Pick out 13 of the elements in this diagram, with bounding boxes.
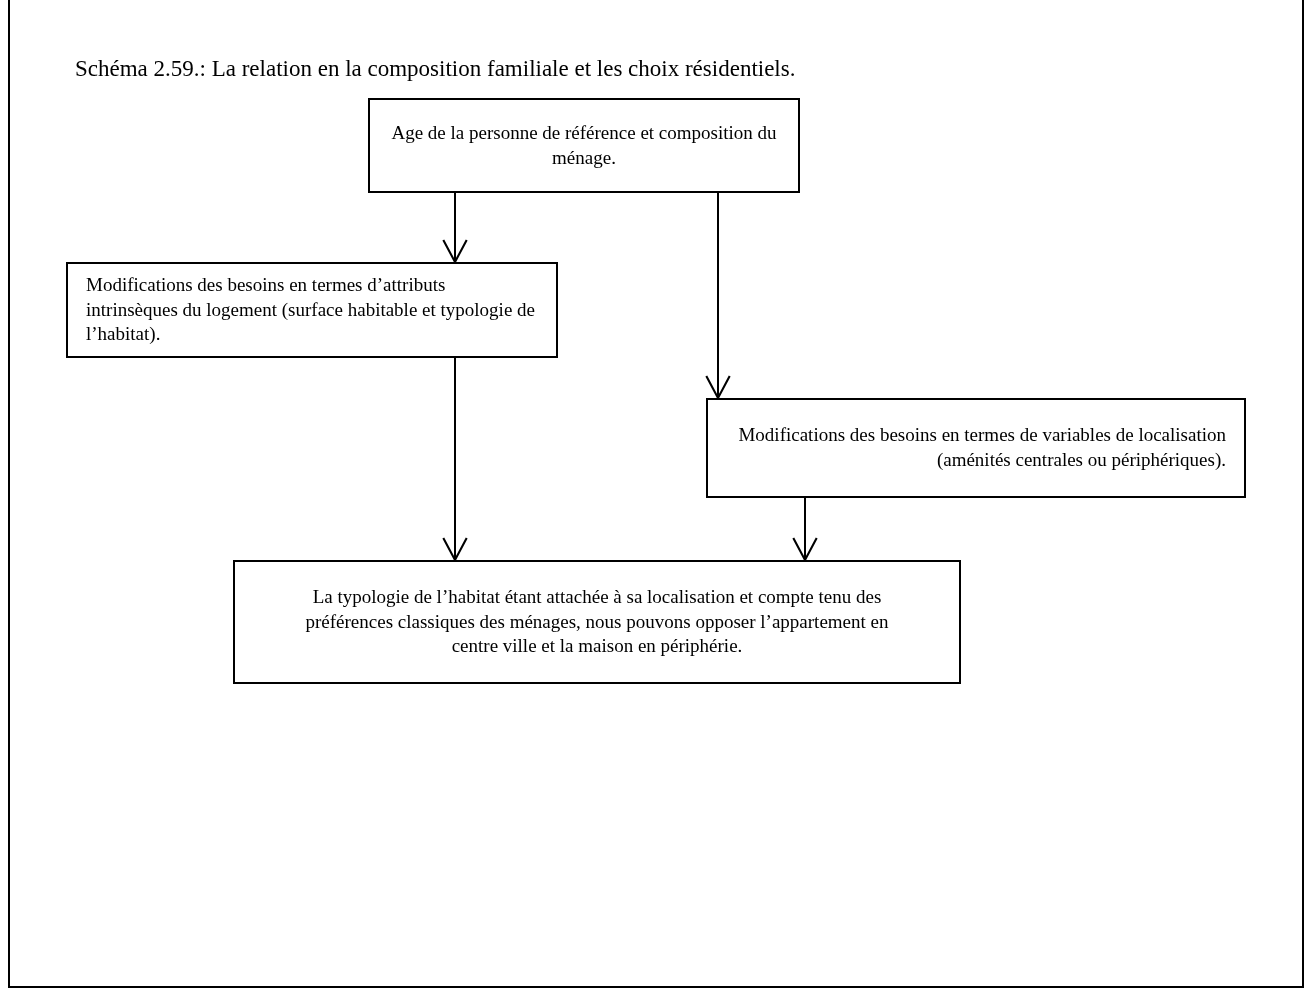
box-text: Modifications des besoins en termes d’attributs intrinsèques du logement (surface habitable et typologie de l’habitat).: [86, 272, 536, 347]
arrow: [442, 192, 468, 264]
arrow: [705, 192, 731, 400]
box-text: La typologie de l’habitat étant attachée à sa localisation et compte tenu des préférences classiques des ménages, nous pouvons opposer l’appartement en centre ville et la maison en périphérie.: [304, 584, 890, 659]
box-text: Modifications des besoins en termes de variables de localisation (aménités centrales ou périphériques).: [737, 423, 1226, 472]
process-box: [706, 398, 1246, 498]
process-box: [66, 262, 558, 358]
process-box: [233, 560, 961, 684]
process-box: [368, 98, 800, 193]
arrow: [442, 357, 468, 562]
diagram-title: Schéma 2.59.: La relation en la composition familiale et les choix résidentiels.: [75, 56, 796, 82]
box-text: Age de la personne de référence et composition du ménage.: [390, 120, 778, 170]
arrow: [792, 497, 818, 562]
